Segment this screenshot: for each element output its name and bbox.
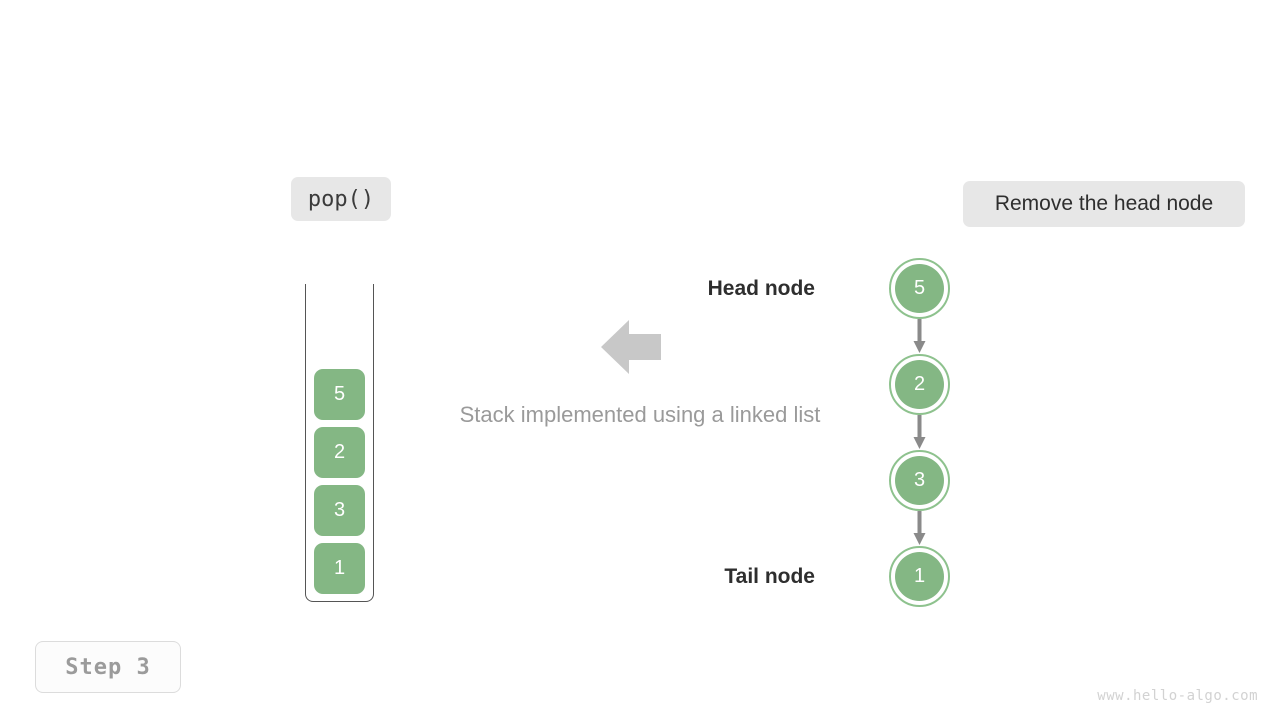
linked-list-arrow-icon: [913, 415, 926, 455]
action-badge: Remove the head node: [963, 181, 1245, 227]
stack-frame: [305, 284, 374, 602]
linked-list-node-value: 2: [913, 373, 926, 395]
watermark: www.hello-algo.com: [1097, 688, 1258, 704]
arrow-left-icon: [601, 320, 661, 374]
linked-list-arrow-icon: [913, 511, 926, 551]
step-badge-label: Step 3: [65, 654, 151, 680]
action-badge-label: Remove the head node: [994, 192, 1214, 215]
linked-list-node-circle: 1: [895, 552, 944, 601]
operation-badge: pop(): [291, 177, 391, 221]
linked-list-node-circle: 2: [895, 360, 944, 409]
tail-node-label: Tail node: [724, 565, 815, 588]
linked-list-node-head: 5: [889, 258, 950, 319]
stack-cell: 3: [314, 485, 365, 536]
diagram-caption: Stack implemented using a linked list: [0, 402, 1280, 428]
linked-list-diagram: 5 2 3 1: [889, 258, 951, 608]
linked-list-node-tail: 1: [889, 546, 950, 607]
stack-cell-value: 5: [333, 383, 346, 405]
step-badge: Step 3: [35, 641, 181, 693]
stack-cell: 5: [314, 369, 365, 420]
linked-list-node: 2: [889, 354, 950, 415]
stack-diagram: 5 2 3 1: [305, 284, 374, 602]
stack-cell-list: 5 2 3 1: [305, 362, 374, 594]
linked-list-node-circle: 5: [895, 264, 944, 313]
stack-cell: 2: [314, 427, 365, 478]
linked-list-node-value: 3: [913, 469, 926, 491]
linked-list-node: 3: [889, 450, 950, 511]
linked-list-node-value: 5: [913, 277, 926, 299]
linked-list-node-value: 1: [913, 565, 926, 587]
head-node-label: Head node: [707, 277, 815, 300]
linked-list-arrow-icon: [913, 319, 926, 359]
stack-cell-value: 3: [333, 499, 346, 521]
stack-cell: 1: [314, 543, 365, 594]
stack-cell-value: 1: [333, 557, 346, 579]
operation-badge-label: pop(): [307, 186, 375, 212]
stack-cell-value: 2: [333, 441, 346, 463]
linked-list-node-circle: 3: [895, 456, 944, 505]
diagram-caption-text: Stack implemented using a linked list: [459, 402, 821, 427]
